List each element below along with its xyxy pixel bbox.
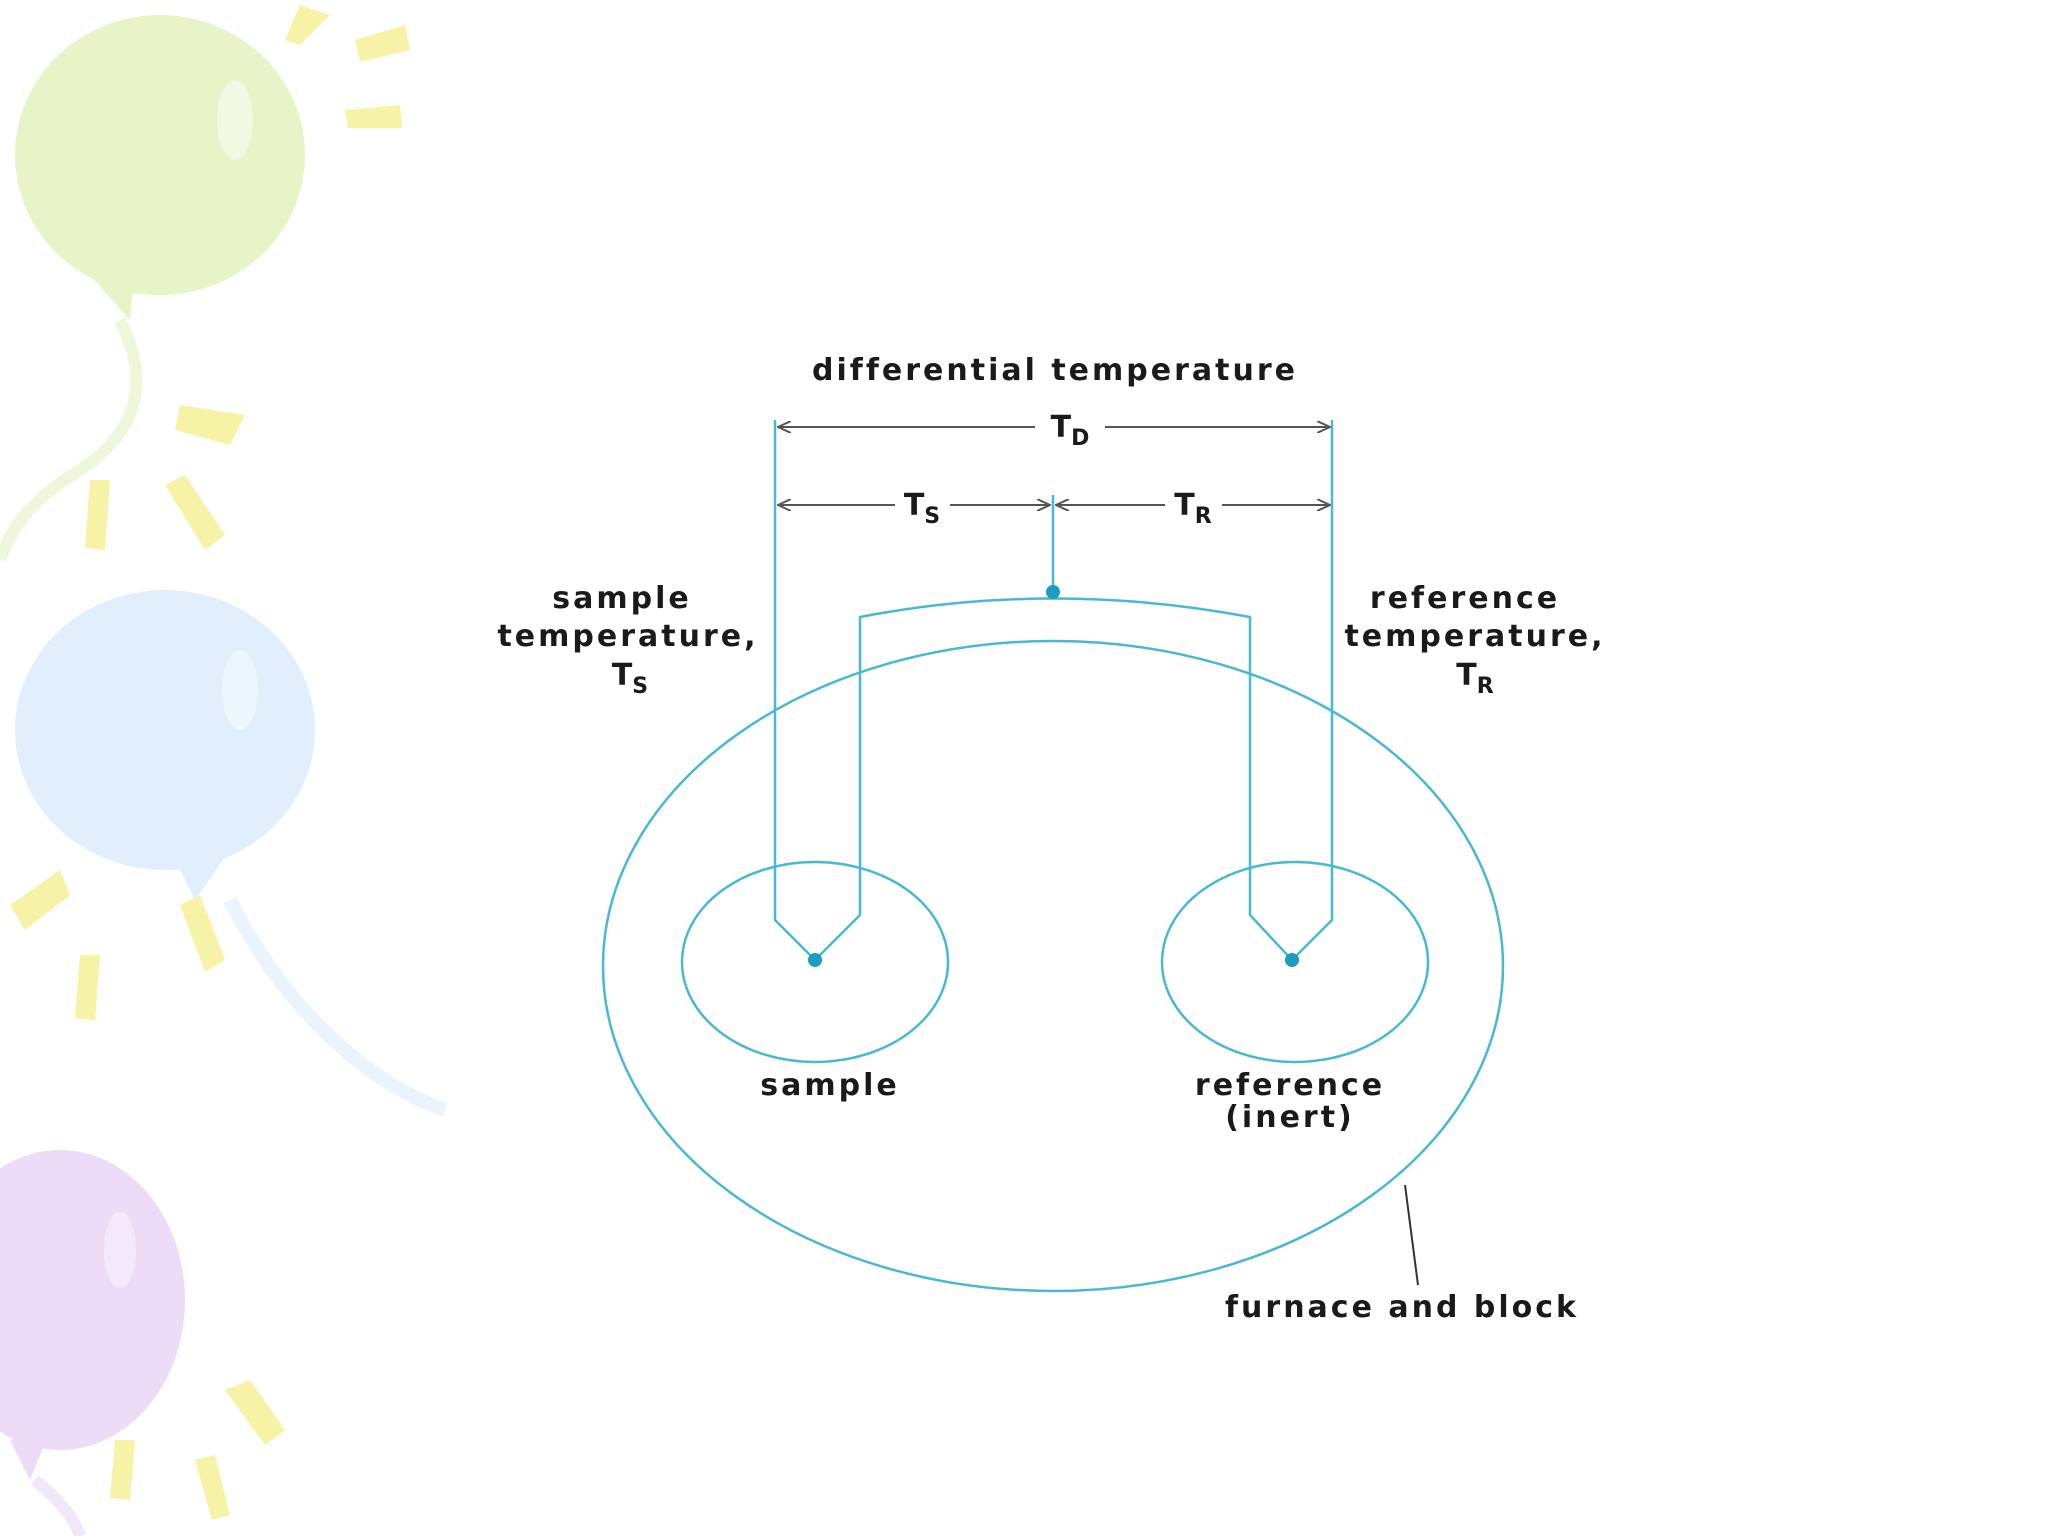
furnace-block-outline <box>601 639 1505 1293</box>
differential-temperature-label: differential temperature <box>812 353 1298 388</box>
furnace-and-block-label: furnace and block <box>1225 1290 1579 1325</box>
furnace-pointer-line <box>1404 1184 1419 1286</box>
td-symbol: TD <box>1051 410 1090 451</box>
tr-symbol: TR <box>1174 488 1211 529</box>
reference-label-line1: reference <box>1195 1068 1385 1103</box>
reference-junction <box>1285 953 1299 967</box>
reference-temperature-label-line1: reference <box>1370 581 1560 616</box>
sample-temperature-symbol: TS <box>612 658 648 699</box>
differential-junction <box>1046 585 1060 599</box>
reference-label-line2: (inert) <box>1225 1100 1355 1135</box>
green-balloon-icon <box>0 15 305 562</box>
reference-cell <box>1160 860 1430 1064</box>
sample-label: sample <box>760 1068 899 1103</box>
reference-temperature-label-line2: temperature, <box>1344 619 1605 654</box>
blue-balloon-icon <box>15 590 448 1117</box>
sun-rays-decoration <box>10 5 410 1520</box>
sample-cell <box>680 860 950 1064</box>
reference-temperature-symbol: TR <box>1456 658 1493 699</box>
purple-balloon-icon <box>0 1150 185 1536</box>
sample-temperature-label-line2: temperature, <box>497 619 758 654</box>
sample-temperature-label-line1: sample <box>552 581 691 616</box>
ts-symbol: TS <box>904 488 940 529</box>
sample-junction <box>808 953 822 967</box>
